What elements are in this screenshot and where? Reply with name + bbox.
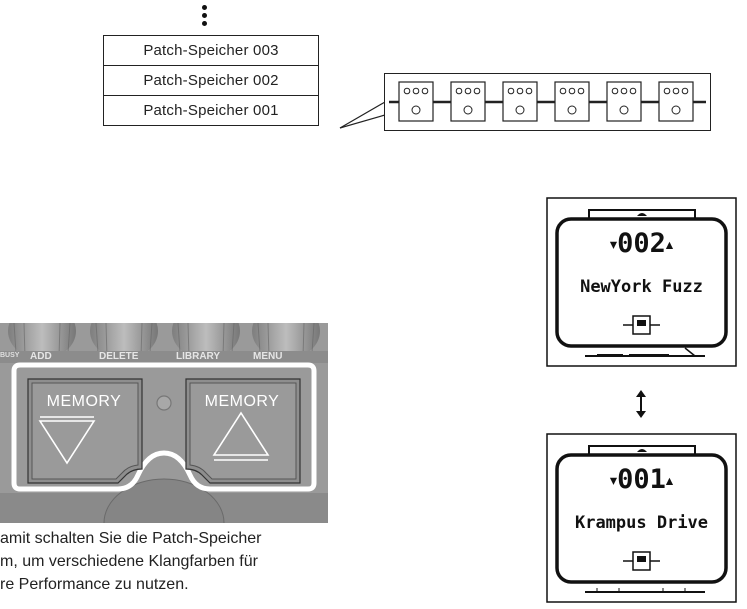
patch-number: 001 bbox=[617, 464, 666, 495]
caption-line-1: amit schalten Sie die Patch-Speicher bbox=[0, 530, 262, 547]
up-triangle-icon bbox=[212, 411, 270, 456]
pedal-function-label-library: LIBRARY bbox=[176, 351, 221, 362]
patch-memory-002: Patch-Speicher 002 bbox=[104, 66, 318, 96]
effect-chain-box bbox=[384, 73, 711, 131]
effect-pedal-icon bbox=[658, 81, 694, 122]
patch-memory-003: Patch-Speicher 003 bbox=[104, 36, 318, 66]
memory-down-label: MEMORY bbox=[46, 393, 122, 410]
pedal-function-label-delete: DELETE bbox=[99, 351, 139, 362]
pedal-illustration: BUSY ADD DELETE LIBRARY MENU MEMORY MEMO… bbox=[0, 323, 328, 523]
effect-pedal-icon bbox=[450, 81, 486, 122]
effect-chain bbox=[389, 81, 706, 122]
pedal-function-label-add: ADD bbox=[30, 351, 52, 362]
callout-connector bbox=[339, 100, 386, 129]
caption-text: amit schalten Sie die Patch-Speicher m, … bbox=[0, 527, 360, 596]
effect-pedal-icon bbox=[398, 81, 434, 122]
patch-number: 002 bbox=[617, 228, 666, 259]
small-pedal-icon bbox=[623, 315, 660, 335]
pedal-function-label-menu: MENU bbox=[253, 351, 283, 362]
patch-name-display: NewYork Fuzz bbox=[580, 277, 703, 297]
small-pedal-icon bbox=[623, 551, 660, 571]
led-indicator bbox=[156, 395, 172, 411]
patch-name-display: Krampus Drive bbox=[574, 513, 709, 533]
display-bottom: ▼001▲ Krampus Drive bbox=[545, 432, 738, 604]
more-patches-ellipsis bbox=[202, 5, 208, 29]
display-top: ▼002▲ NewYork Fuzz bbox=[545, 196, 738, 368]
patch-memory-001: Patch-Speicher 001 bbox=[143, 102, 279, 119]
patch-memory-list: Patch-Speicher 003 Patch-Speicher 002 Pa… bbox=[103, 35, 319, 126]
memory-up-label: MEMORY bbox=[204, 393, 280, 410]
caption-line-3: re Performance zu nutzen. bbox=[0, 576, 189, 593]
busy-label: BUSY bbox=[0, 352, 20, 359]
caption-line-2: m, um verschiedene Klangfarben für bbox=[0, 553, 258, 570]
up-down-arrow-icon bbox=[636, 390, 646, 418]
effect-pedal-icon bbox=[554, 81, 590, 122]
effect-pedal-icon bbox=[502, 81, 538, 122]
patch-number-display: ▼002▲ bbox=[609, 228, 674, 259]
effect-pedal-icon bbox=[606, 81, 642, 122]
patch-number-display: ▼001▲ bbox=[609, 464, 674, 495]
down-triangle-icon bbox=[38, 420, 96, 465]
